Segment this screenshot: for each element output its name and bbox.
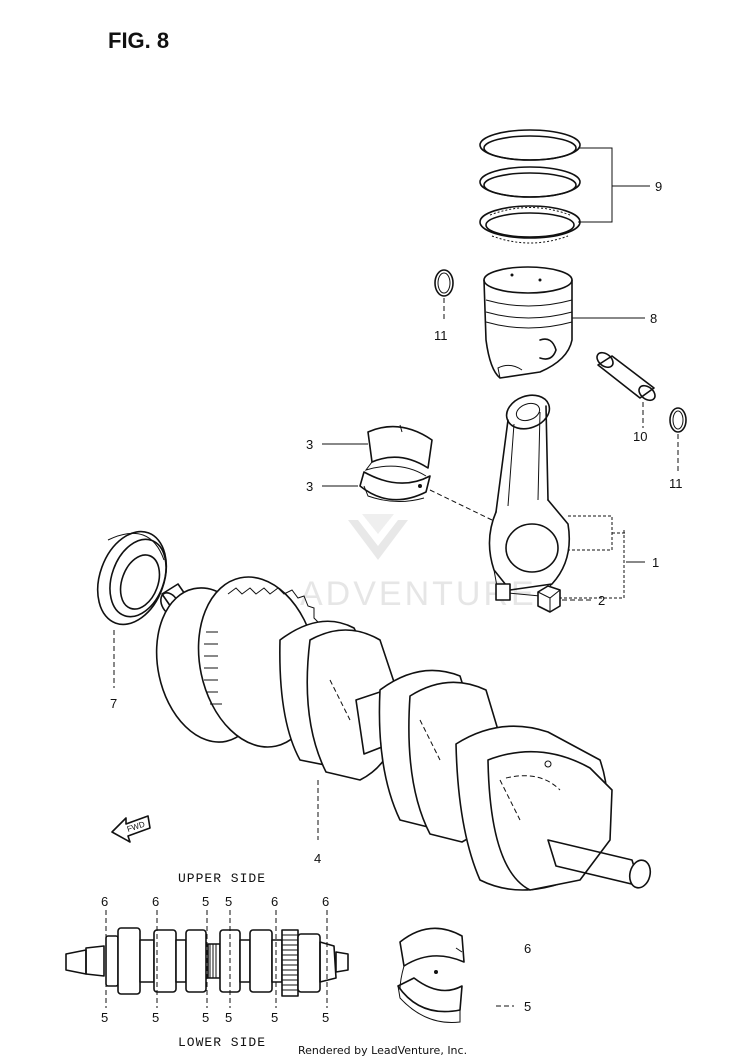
- callout-11b: 11: [669, 476, 683, 491]
- journal-bearing-lower[interactable]: [397, 970, 463, 1023]
- watermark-logo: ADVENTURE: [300, 514, 537, 613]
- callout-10: 10: [633, 429, 647, 444]
- figure-title: FIG. 8: [108, 28, 169, 53]
- piston-pin[interactable]: [594, 350, 658, 404]
- callout-3a: 3: [306, 437, 313, 452]
- callout-7: 7: [110, 696, 117, 711]
- oil-seal[interactable]: [86, 522, 179, 634]
- inset-leaders: [105, 910, 328, 1008]
- piston-rings[interactable]: [479, 129, 581, 244]
- callout-2: 2: [598, 593, 605, 608]
- lower-label-3: 5: [202, 1010, 209, 1025]
- callout-9: 9: [655, 179, 662, 194]
- leader-1: [560, 515, 626, 599]
- callout-6: 6: [524, 941, 531, 956]
- upper-label-3: 5: [202, 894, 209, 909]
- circlip-left[interactable]: [434, 269, 454, 297]
- callout-3b: 3: [306, 479, 313, 494]
- lower-label-1: 5: [101, 1010, 108, 1025]
- crank-pin-bearing-upper[interactable]: [364, 424, 433, 477]
- callout-1: 1: [652, 555, 659, 570]
- upper-label-2: 6: [152, 894, 159, 909]
- watermark-text: ADVENTURE: [300, 575, 537, 613]
- fwd-arrow-icon: FWD: [111, 815, 151, 843]
- lower-label-5: 5: [271, 1010, 278, 1025]
- lower-side-label: LOWER SIDE: [178, 1035, 266, 1050]
- inset-crankshaft[interactable]: [65, 927, 349, 997]
- leader-bearing-rod: [429, 489, 493, 521]
- piston[interactable]: [483, 266, 573, 379]
- upper-label-1: 6: [101, 894, 108, 909]
- crank-pin-bearing-lower[interactable]: [359, 471, 431, 502]
- callout-5: 5: [524, 999, 531, 1014]
- rod-nut[interactable]: [537, 585, 561, 613]
- callout-4: 4: [314, 851, 321, 866]
- leader-9: [578, 147, 650, 223]
- lower-label-6: 5: [322, 1010, 329, 1025]
- crankshaft[interactable]: [143, 566, 653, 891]
- circlip-right[interactable]: [669, 407, 687, 433]
- lower-label-2: 5: [152, 1010, 159, 1025]
- upper-label-4: 5: [225, 894, 232, 909]
- upper-label-5: 6: [271, 894, 278, 909]
- connecting-rod[interactable]: [488, 389, 571, 601]
- credit-text: Rendered by LeadVenture, Inc.: [298, 1044, 467, 1057]
- callout-8: 8: [650, 311, 657, 326]
- upper-side-label: UPPER SIDE: [178, 871, 266, 886]
- callout-11a: 11: [434, 328, 448, 343]
- lower-label-4: 5: [225, 1010, 232, 1025]
- upper-label-6: 6: [322, 894, 329, 909]
